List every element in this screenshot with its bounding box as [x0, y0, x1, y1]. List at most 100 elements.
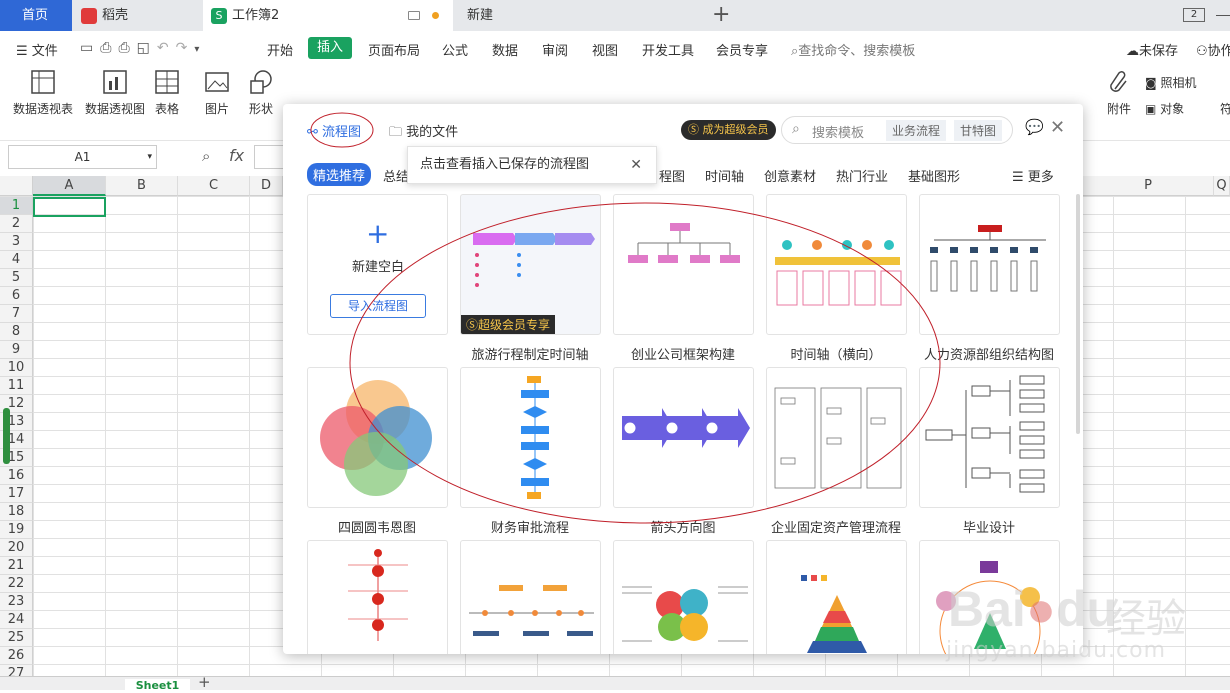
- monitor-icon[interactable]: [408, 11, 420, 20]
- category-creative[interactable]: 创意素材: [764, 170, 817, 185]
- picture-button[interactable]: 图片: [200, 69, 234, 117]
- row-header[interactable]: 10: [0, 359, 33, 377]
- template-card-swot[interactable]: [613, 540, 754, 654]
- row-header[interactable]: 17: [0, 485, 33, 503]
- row-header[interactable]: 16: [0, 467, 33, 485]
- row-header[interactable]: 9: [0, 341, 33, 359]
- tab-new[interactable]: 新建: [455, 0, 705, 31]
- camera-button[interactable]: ◙ 照相机: [1145, 76, 1197, 90]
- tab-home[interactable]: 首页: [0, 0, 72, 31]
- tab-my-files[interactable]: 🗀 我的文件: [389, 125, 459, 140]
- add-tab-button[interactable]: +: [712, 2, 731, 27]
- menu-page-layout[interactable]: 页面布局: [368, 44, 421, 59]
- row-header[interactable]: 4: [0, 251, 33, 269]
- add-sheet-button[interactable]: +: [198, 673, 211, 691]
- row-header[interactable]: 8: [0, 323, 33, 341]
- pivot-table-button[interactable]: 数据透视表: [12, 69, 74, 117]
- undo-icon[interactable]: ↶: [156, 40, 176, 56]
- collab-button[interactable]: ⚇协作: [1196, 44, 1230, 59]
- minimize-icon[interactable]: [1216, 15, 1230, 16]
- column-header-p[interactable]: P: [1083, 176, 1214, 196]
- tooltip-close-icon[interactable]: ✕: [630, 157, 642, 173]
- table-button[interactable]: 表格: [154, 69, 180, 117]
- sheet-tab[interactable]: Sheet1: [125, 679, 190, 692]
- row-header[interactable]: 25: [0, 629, 33, 647]
- dialog-scrollbar[interactable]: [1076, 194, 1080, 434]
- menu-start[interactable]: 开始: [267, 44, 294, 59]
- row-header[interactable]: 11: [0, 377, 33, 395]
- formula-input[interactable]: [254, 145, 284, 169]
- menu-developer[interactable]: 开发工具: [642, 44, 695, 59]
- row-header[interactable]: 1: [0, 197, 33, 215]
- print-icon[interactable]: ⎙: [118, 40, 137, 56]
- column-header-b[interactable]: B: [106, 176, 178, 196]
- import-flowchart-button[interactable]: 导入流程图: [330, 294, 426, 318]
- row-header[interactable]: 21: [0, 557, 33, 575]
- column-header-a[interactable]: A: [33, 176, 106, 196]
- template-card-finance-approval[interactable]: [460, 367, 601, 508]
- pivot-chart-button[interactable]: 数据透视图: [84, 69, 146, 117]
- symbol-button[interactable]: 符: [1220, 102, 1230, 116]
- row-header[interactable]: 26: [0, 647, 33, 665]
- preview-icon[interactable]: ◱: [136, 40, 157, 56]
- category-timeline[interactable]: 时间轴: [705, 170, 745, 185]
- zoom-icon[interactable]: ⌕: [202, 147, 211, 165]
- vip-button[interactable]: Ⓢ 成为超级会员: [681, 120, 776, 140]
- menu-formula[interactable]: 公式: [442, 44, 469, 59]
- template-card-startup-framework[interactable]: [613, 194, 754, 335]
- attachment-button[interactable]: 附件: [1104, 69, 1134, 117]
- template-card-process-timeline[interactable]: [460, 540, 601, 654]
- name-box[interactable]: A1▾: [8, 145, 157, 169]
- menu-review[interactable]: 审阅: [542, 44, 569, 59]
- file-menu[interactable]: ☰ 文件: [16, 44, 58, 59]
- row-header[interactable]: 2: [0, 215, 33, 233]
- export-icon[interactable]: ⎙: [100, 40, 119, 56]
- new-blank-card[interactable]: + 新建空白 导入流程图: [307, 194, 448, 335]
- window-count-badge[interactable]: 2: [1183, 8, 1205, 22]
- tag-business-flow[interactable]: 业务流程: [886, 120, 947, 141]
- template-card-graduation-design[interactable]: [919, 367, 1060, 508]
- more-categories[interactable]: ☰ 更多: [1012, 170, 1054, 185]
- template-card-travel-timeline[interactable]: Ⓢ超级会员专享: [460, 194, 601, 335]
- object-button[interactable]: ▣ 对象: [1145, 102, 1185, 116]
- row-header[interactable]: 22: [0, 575, 33, 593]
- shape-button[interactable]: 形状: [244, 69, 278, 117]
- row-header[interactable]: 3: [0, 233, 33, 251]
- redo-icon[interactable]: ↷: [175, 40, 195, 56]
- row-header[interactable]: 6: [0, 287, 33, 305]
- template-card-asset-management[interactable]: [766, 367, 907, 508]
- template-search[interactable]: ⌕ 搜索模板 业务流程 甘特图: [781, 116, 1013, 144]
- save-icon[interactable]: ▭: [80, 40, 101, 56]
- row-header[interactable]: 19: [0, 521, 33, 539]
- template-card-hr-org-chart[interactable]: [919, 194, 1060, 335]
- category-summary[interactable]: 总结: [383, 170, 410, 185]
- cloud-save-status[interactable]: ☁未保存: [1126, 44, 1179, 59]
- category-basic-shapes[interactable]: 基础图形: [908, 170, 961, 185]
- column-header-q[interactable]: Q: [1214, 176, 1230, 196]
- row-header[interactable]: 18: [0, 503, 33, 521]
- active-cell[interactable]: [33, 197, 106, 217]
- menu-view[interactable]: 视图: [592, 44, 619, 59]
- tab-flowchart[interactable]: ⚯ 流程图: [307, 125, 362, 140]
- column-header-c[interactable]: C: [178, 176, 250, 196]
- close-icon[interactable]: ✕: [1050, 117, 1066, 138]
- row-header[interactable]: 23: [0, 593, 33, 611]
- feedback-icon[interactable]: 💬: [1025, 118, 1044, 136]
- category-featured[interactable]: 精选推荐: [307, 163, 372, 186]
- category-industry[interactable]: 热门行业: [836, 170, 889, 185]
- command-search[interactable]: ⌕查找命令、搜索模板: [791, 44, 916, 59]
- template-card-circle-diagram[interactable]: [919, 540, 1060, 654]
- menu-data[interactable]: 数据: [492, 44, 519, 59]
- side-scroll-handle[interactable]: [3, 408, 10, 464]
- row-header[interactable]: 5: [0, 269, 33, 287]
- column-header-d[interactable]: D: [250, 176, 283, 196]
- tab-docer[interactable]: 稻壳: [73, 0, 201, 31]
- dropdown-icon[interactable]: ▾: [194, 44, 207, 55]
- row-header[interactable]: 24: [0, 611, 33, 629]
- template-card-mindmap-red[interactable]: [307, 540, 448, 654]
- search-input[interactable]: 搜索模板: [812, 126, 865, 141]
- category-flowchart[interactable]: 程图: [659, 170, 686, 185]
- menu-insert[interactable]: 插入: [308, 37, 352, 59]
- template-card-horizontal-timeline[interactable]: [766, 194, 907, 335]
